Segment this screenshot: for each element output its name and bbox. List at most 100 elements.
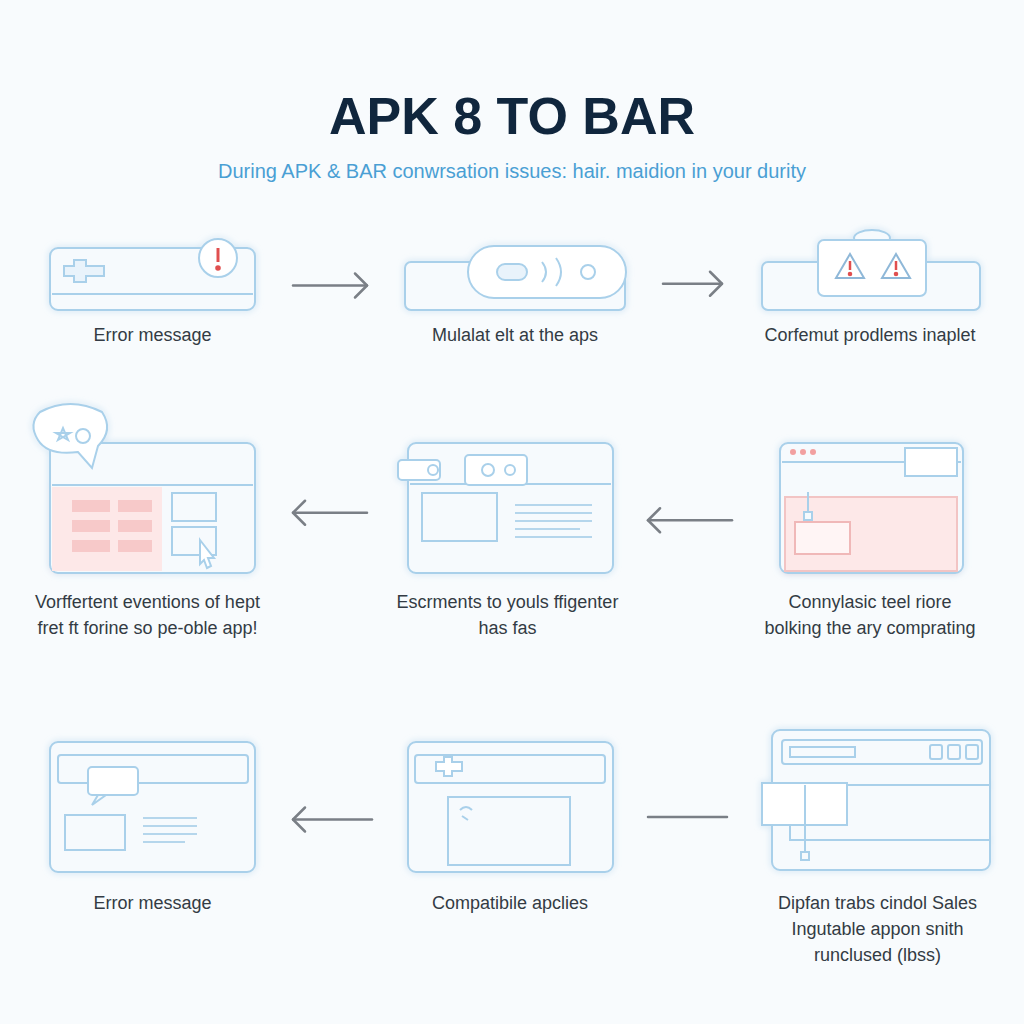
message-window-icon-part — [50, 742, 255, 872]
dialog-window-icon-part — [804, 512, 812, 520]
compatible-window-icon-part — [460, 807, 472, 820]
error-bar-icon-part — [217, 248, 220, 262]
warning-panel-icon-part — [895, 261, 898, 270]
icon-step-node: Compatibile apclies — [400, 735, 620, 916]
warning-panel-icon-part — [882, 254, 910, 278]
app-window-icon-part — [76, 429, 90, 443]
message-window-icon-part-part — [143, 817, 197, 819]
app-window-icon-part-part — [72, 500, 110, 512]
dialog-window-icon-part — [795, 522, 850, 554]
dialog-window-icon-part — [905, 448, 957, 476]
subtitle-label: During APK & BAR conwrsation issues: hai… — [20, 160, 1004, 183]
message-window-icon-part — [92, 795, 106, 805]
app-window-icon — [33, 404, 255, 573]
browser-window-icon-part — [515, 505, 592, 537]
settings-window-icon-part — [966, 745, 978, 759]
error-bar-icon-part — [52, 293, 253, 295]
compatible-window-icon-part — [448, 797, 570, 865]
warning-panel-icon-part — [849, 273, 852, 276]
settings-window-icon-part — [804, 785, 806, 860]
app-window-icon-part — [50, 443, 255, 573]
icon-step-node: Error message — [40, 735, 265, 916]
error-bar-icon-part — [199, 239, 237, 277]
icon-step-node: Vorffertent eventions of hept fret ft fo… — [30, 405, 265, 641]
step-label: Error message — [40, 890, 265, 916]
app-window-icon-part-part — [118, 520, 152, 532]
message-window-icon — [50, 742, 255, 872]
browser-window-icon-part-part — [515, 512, 592, 514]
flow-arrow — [663, 272, 722, 296]
app-window-icon-part-part — [118, 500, 152, 512]
toggle-icon — [405, 246, 626, 310]
step-label: Vorffertent eventions of hept fret ft fo… — [30, 589, 265, 641]
browser-window-icon-part — [398, 460, 440, 480]
app-window-icon-part — [52, 484, 253, 486]
message-window-icon-part — [58, 755, 248, 783]
app-window-icon-part — [172, 493, 216, 521]
settings-window-icon-part — [948, 745, 960, 759]
app-window-icon-part-part — [118, 540, 152, 552]
warning-panel-icon-part — [895, 273, 898, 276]
dialog-window-icon-part — [780, 443, 963, 573]
browser-window-icon-part-part — [515, 504, 592, 506]
step-label: Connylasic teel riore bolking the ary co… — [760, 589, 980, 641]
app-window-icon-part — [52, 487, 162, 571]
flow-arrow — [648, 817, 727, 818]
icon-step-node: Escrments to youls ffigenter has fas — [395, 440, 620, 641]
app-window-icon-part-part — [72, 540, 110, 552]
app-window-icon-part — [200, 540, 214, 568]
diagram-title: APK 8 TO BAR — [0, 86, 1024, 146]
step-label: Escrments to youls ffigenter has fas — [395, 589, 620, 641]
settings-window-icon-part — [930, 745, 942, 759]
illustration-layer-part — [33, 230, 990, 872]
browser-window-icon-part — [428, 465, 438, 475]
dialog-window-icon-part — [790, 449, 796, 455]
flow-arrow — [648, 508, 732, 532]
icon-step-node: Dipfan trabs cindol Sales Ingutable appo… — [755, 725, 1000, 968]
message-window-icon-part — [65, 815, 125, 850]
settings-window-icon-part — [801, 852, 809, 860]
icon-step-node: Corfemut prodlems inaplet — [750, 228, 990, 348]
settings-window-icon-part — [782, 740, 982, 764]
browser-window-icon-part — [505, 465, 515, 475]
flow-arrow — [293, 274, 367, 298]
browser-window-icon-part — [422, 493, 497, 541]
toggle-icon-part — [542, 258, 561, 286]
app-window-icon-part — [56, 428, 70, 440]
icon-step-node: Connylasic teel riore bolking the ary co… — [760, 435, 980, 641]
settings-window-icon — [762, 730, 990, 870]
compatible-window-icon-part — [415, 755, 605, 783]
warning-panel-icon-part — [818, 240, 926, 296]
compatible-window-icon-part — [436, 757, 462, 776]
settings-window-icon-part — [772, 730, 990, 870]
error-bar-icon-part — [64, 260, 104, 282]
step-label: Compatibile apclies — [400, 890, 620, 916]
message-window-icon-part-part — [143, 841, 185, 843]
settings-window-icon-part — [790, 747, 855, 757]
toggle-icon-part — [497, 264, 527, 280]
flow-arrow — [293, 501, 367, 525]
app-window-icon-part — [72, 500, 152, 552]
browser-window-icon-part-part — [515, 520, 592, 522]
compatible-window-icon — [408, 742, 613, 872]
toggle-icon-part — [581, 265, 595, 279]
step-label: Dipfan trabs cindol Sales Ingutable appo… — [755, 890, 1000, 968]
icon-step-node: Error message — [40, 235, 265, 348]
message-window-icon-part-part — [143, 833, 197, 835]
dialog-window-icon-part — [800, 449, 806, 455]
message-window-icon-part — [88, 767, 138, 795]
dialog-window-icon-part — [785, 497, 957, 571]
toggle-icon-part — [468, 246, 626, 298]
warning-panel-icon-part — [836, 254, 864, 278]
error-bar-icon — [50, 239, 255, 310]
icon-step-node: Mulalat elt at the aps — [395, 235, 635, 348]
warning-panel-icon-part — [849, 261, 852, 270]
app-window-icon-part — [33, 404, 107, 468]
flow-arrow — [293, 808, 372, 832]
message-window-icon-part — [143, 818, 197, 842]
step-label: Mulalat elt at the aps — [395, 322, 635, 348]
step-label: Corfemut prodlems inaplet — [750, 322, 990, 348]
